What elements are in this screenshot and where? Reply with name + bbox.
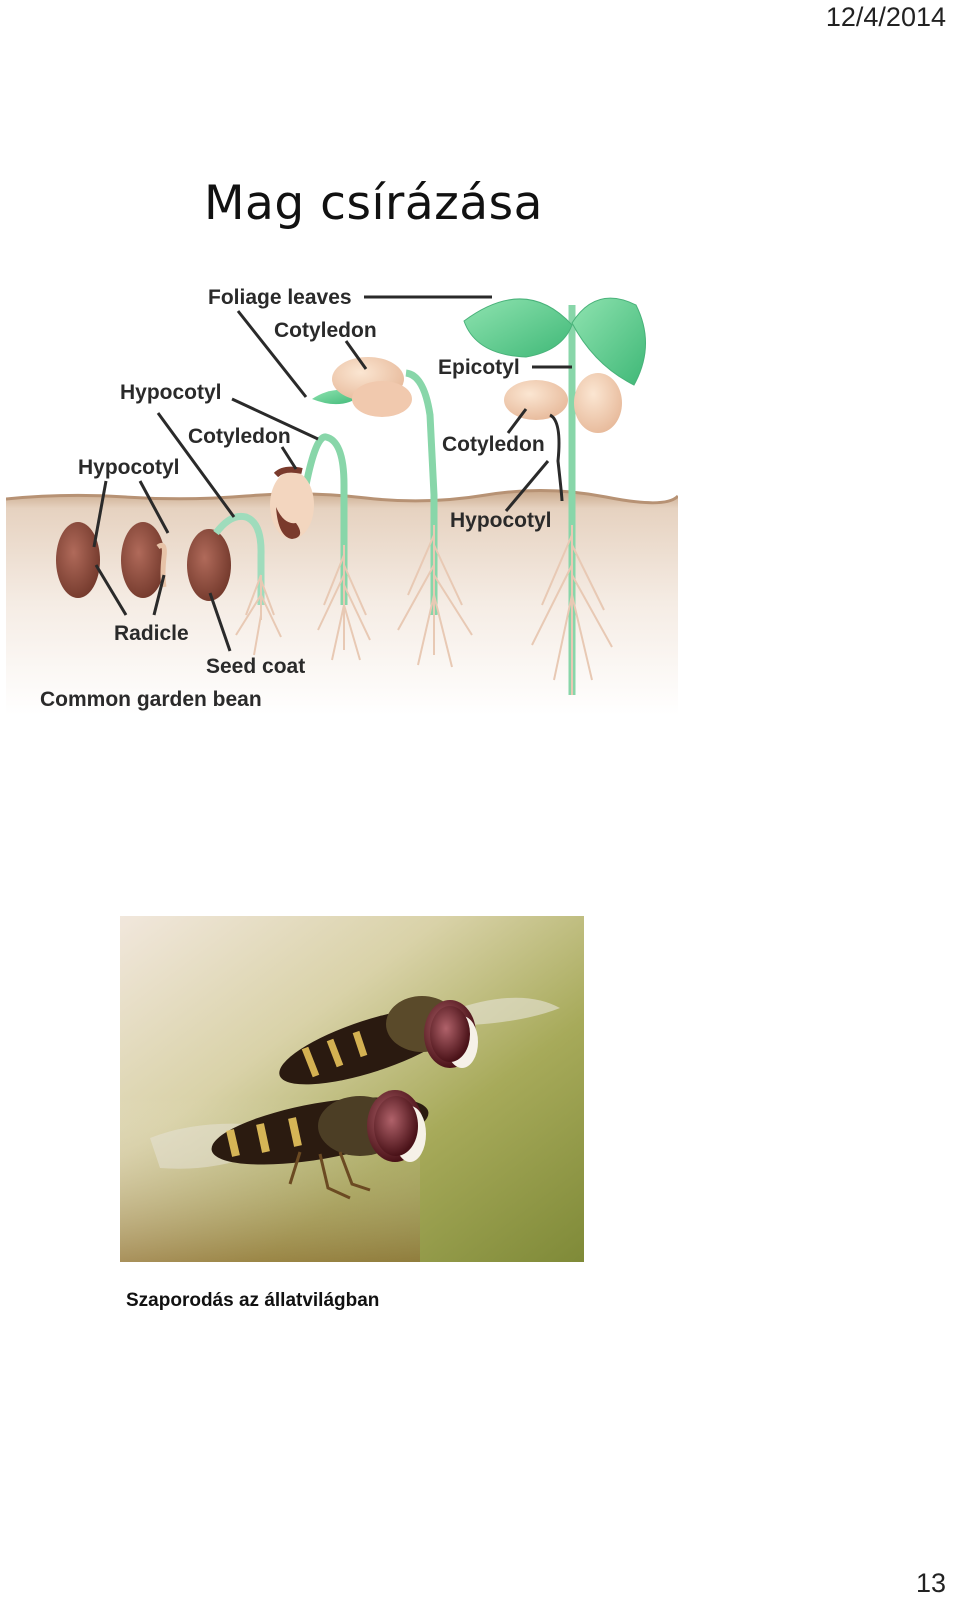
- bean-stage-2: [121, 522, 167, 598]
- label-radicle: Radicle: [114, 622, 189, 645]
- label-foliage-leaves: Foliage leaves: [208, 286, 352, 309]
- figure-caption-common-garden-bean: Common garden bean: [40, 688, 262, 711]
- label-hypocotyl-upper: Hypocotyl: [120, 381, 222, 404]
- bean-stage-5: [312, 357, 473, 668]
- label-hypocotyl-left: Hypocotyl: [78, 456, 180, 479]
- label-seed-coat: Seed coat: [206, 655, 305, 678]
- page-number: 13: [915, 1568, 946, 1598]
- label-cotyledon-mid: Cotyledon: [188, 425, 291, 448]
- label-epicotyl: Epicotyl: [438, 356, 520, 379]
- label-cotyledon-right: Cotyledon: [442, 433, 545, 456]
- photo-caption: Szaporodás az állatvilágban: [126, 1290, 380, 1311]
- label-hypocotyl-right: Hypocotyl: [450, 509, 552, 532]
- lower-hoverfly: [150, 1090, 429, 1200]
- bean-stage-6: [463, 297, 646, 695]
- leader-lines: [92, 295, 572, 652]
- mating-hoverflies-photo: [120, 916, 584, 1262]
- bean-germination-diagram: Foliage leaves Cotyledon Epicotyl Hypoco…: [6, 286, 678, 715]
- slide-title: Mag csírázása: [204, 176, 543, 231]
- slide-date: 12/4/2014: [825, 2, 946, 32]
- bean-stage-4: [270, 433, 371, 661]
- label-cotyledon-top: Cotyledon: [274, 319, 377, 342]
- bean-stage-1: [56, 522, 100, 598]
- bean-stage-3: [187, 512, 282, 656]
- upper-hoverfly: [279, 996, 560, 1085]
